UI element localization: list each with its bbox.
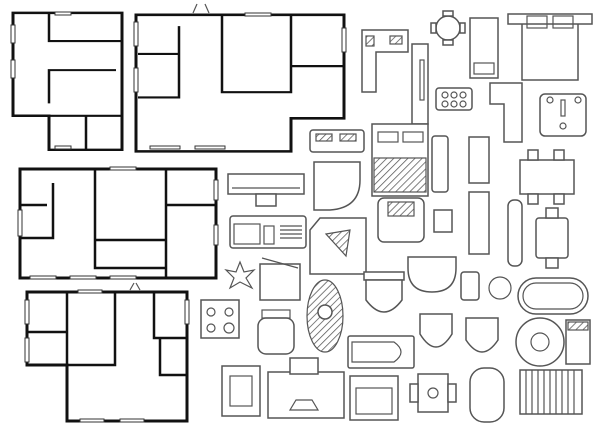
cooktop-icon (435, 87, 473, 111)
stove-icon (200, 299, 240, 339)
bench-icon (507, 199, 523, 267)
toilet-icon (363, 271, 405, 281)
dining-table-icon (535, 217, 569, 259)
striped-rug-icon (519, 369, 583, 415)
bathtub-oval-icon (517, 277, 589, 315)
l-sofa-icon (489, 82, 523, 143)
office-chair-icon (257, 317, 295, 355)
tv-stand-icon (221, 365, 261, 417)
desk-icon (267, 371, 345, 419)
sofa-icon (468, 136, 490, 184)
piano-icon (227, 173, 305, 195)
floor-plan-1 (10, 11, 124, 152)
floor-plan-4 (24, 282, 190, 423)
round-table-icon (515, 317, 565, 367)
plant-icon (224, 260, 256, 290)
double-bed-icon (521, 21, 579, 81)
sink-icon (539, 93, 587, 137)
floor-plan-2 (133, 3, 347, 153)
chair-icon (433, 209, 453, 233)
floor-plan-3 (17, 166, 219, 280)
toilet-icon (465, 317, 499, 353)
dining-table-round-icon (435, 15, 461, 41)
single-bed-icon (469, 17, 499, 79)
washbasin-icon (460, 271, 480, 301)
corner-bath-icon (313, 161, 361, 211)
bathtub-icon (347, 335, 415, 369)
vanity-sink-icon (349, 375, 399, 421)
washbasin-icon (407, 256, 457, 293)
dining-table-icon (519, 159, 575, 195)
kitchen-sink-icon (229, 215, 307, 249)
round-stool-icon (488, 276, 512, 300)
toilet-icon (419, 313, 453, 348)
bench-icon (431, 135, 449, 193)
laptop-icon (259, 263, 301, 301)
table-chairs-icon (417, 373, 449, 413)
furniture-icons (200, 10, 593, 423)
sofa-icon (468, 191, 490, 255)
bidet-icon (469, 367, 505, 423)
